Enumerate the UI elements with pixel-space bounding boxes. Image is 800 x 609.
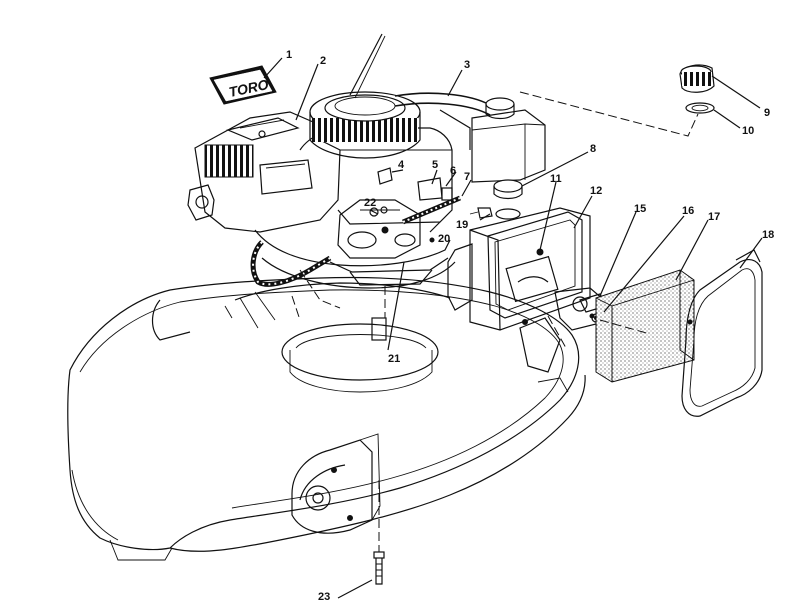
callout-11: 11 (550, 173, 562, 185)
callout-19: 19 (456, 219, 468, 231)
callout-15: 15 (634, 203, 646, 215)
callout-1: 1 (286, 49, 292, 61)
mower-deck (67, 276, 605, 561)
callout-9: 9 (764, 107, 770, 119)
callout-20: 20 (438, 233, 450, 245)
bolt-23 (373, 551, 385, 585)
callout-6: 6 (450, 165, 456, 177)
toro-decal: TORO (209, 65, 277, 105)
callout-8: 8 (590, 143, 596, 155)
callout-18: 18 (762, 229, 774, 241)
callout-4: 4 (398, 159, 405, 171)
callout-22: 22 (364, 197, 376, 209)
callout-3: 3 (464, 59, 470, 71)
callout-23: 23 (318, 591, 330, 603)
callout-labels: 1 2 3 4 5 6 7 8 9 10 11 12 15 16 17 18 1… (286, 49, 774, 603)
callout-16: 16 (682, 205, 694, 217)
callout-7: 7 (464, 171, 470, 183)
leader-lines (263, 57, 763, 599)
callout-12: 12 (590, 185, 602, 197)
callout-5: 5 (432, 159, 438, 171)
callout-2: 2 (320, 55, 326, 67)
callout-17: 17 (708, 211, 720, 223)
engine (187, 33, 546, 289)
callout-10: 10 (742, 125, 754, 137)
air-cleaner-assembly (447, 64, 763, 417)
callout-21: 21 (388, 353, 400, 365)
